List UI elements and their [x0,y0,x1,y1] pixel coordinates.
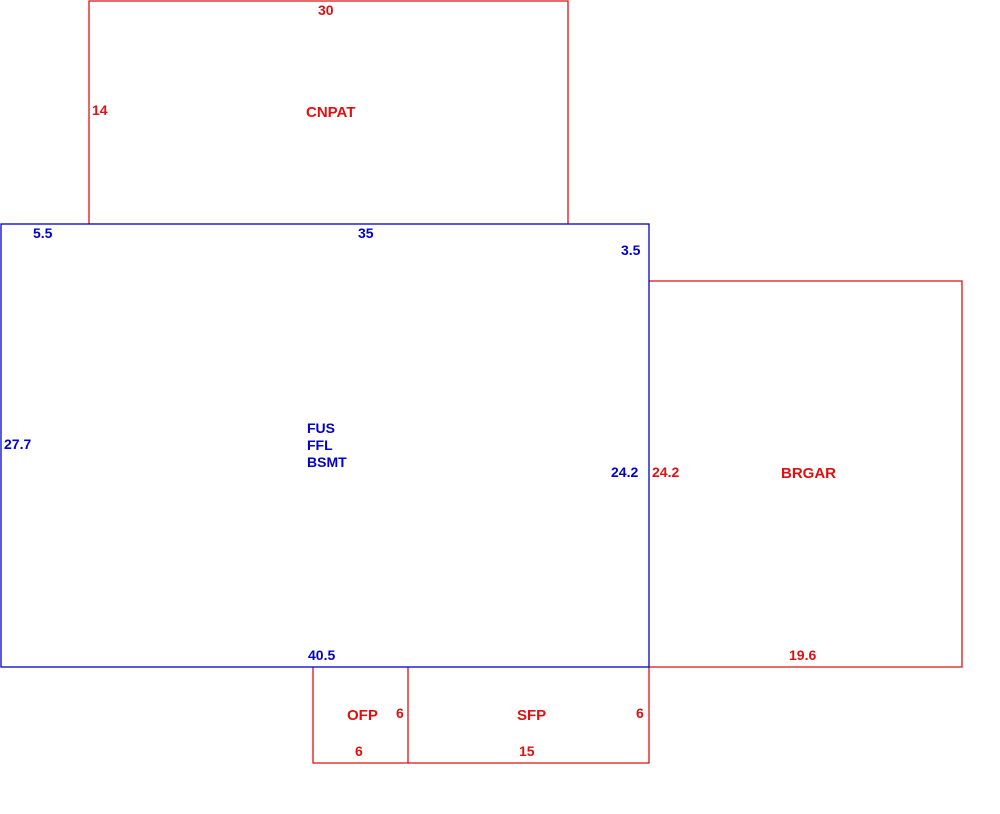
brgar-left-dimension: 24.2 [652,464,680,480]
main-area-label-bsmt: BSMT [307,454,347,470]
brgar-bottom-dimension: 19.6 [789,647,817,663]
main-area-label-ffl: FFL [307,437,333,453]
cnpat-area-label: CNPAT [306,104,356,121]
sfp-right-dimension: 6 [636,705,644,721]
ofp-bottom-dimension: 6 [355,743,363,759]
main-top-left-dimension: 5.5 [33,225,53,241]
main-top-right-dimension: 3.5 [621,242,641,258]
cnpat-top-dimension: 30 [318,2,334,18]
main-structure-outline [0,223,650,668]
cnpat-outline [88,0,569,224]
main-area-labels: FUS FFL BSMT [307,420,347,471]
ofp-right-dimension: 6 [396,705,404,721]
main-right-dimension: 24.2 [611,464,639,480]
brgar-outline [649,280,963,668]
ofp-area-label: OFP [347,707,378,724]
ofp-outline [312,667,409,764]
main-bottom-dimension: 40.5 [308,647,336,663]
sfp-area-label: SFP [517,707,547,724]
main-top-dimension: 35 [358,225,374,241]
main-area-label-fus: FUS [307,420,335,436]
main-left-dimension: 27.7 [4,436,32,452]
brgar-area-label: BRGAR [781,465,836,482]
cnpat-left-dimension: 14 [92,102,108,118]
sfp-outline [408,667,650,764]
sfp-bottom-dimension: 15 [519,743,535,759]
